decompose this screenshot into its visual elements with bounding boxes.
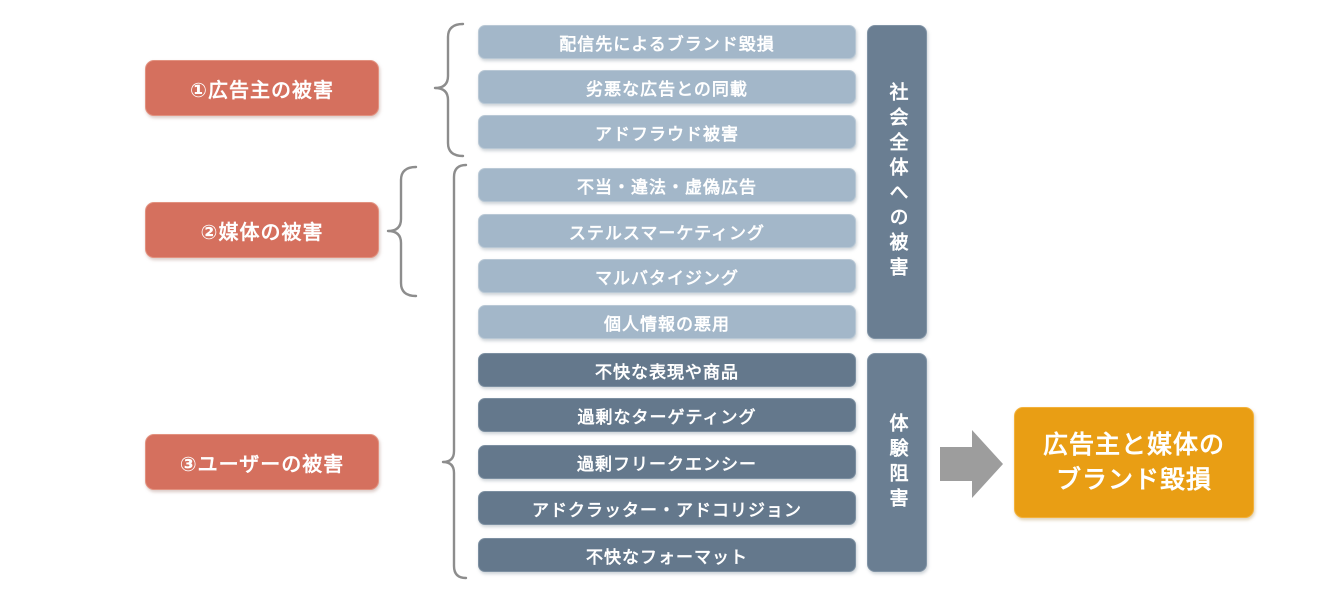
- harm-item-illegal-false-ads: 不当・違法・虚偽広告: [478, 168, 856, 202]
- harm-item-offensive-content: 不快な表現や商品: [478, 353, 856, 387]
- harm-item-excessive-targeting: 過剰なターゲティング: [478, 398, 856, 432]
- outcome-line2: ブランド毀損: [1055, 465, 1212, 494]
- outcome-box: 広告主と媒体の ブランド毀損: [1014, 407, 1254, 518]
- harm-item-ad-fraud: アドフラウド被害: [478, 115, 856, 149]
- harm-item-excessive-frequency: 過剰フリークエンシー: [478, 445, 856, 479]
- harm-item-stealth-marketing: ステルスマーケティング: [478, 214, 856, 248]
- curly-brace-media: [386, 165, 418, 298]
- harm-item-ad-clutter-collision: アドクラッター・アドコリジョン: [478, 491, 856, 525]
- harm-item-brand-damage-by-placement: 配信先によるブランド毀損: [478, 25, 856, 59]
- scope-bar-experience: 体験阻害: [867, 353, 927, 572]
- scope-bar-society: 社会全体への被害: [867, 25, 927, 339]
- harm-item-malvertising: マルバタイジング: [478, 259, 856, 293]
- harm-item-bad-ad-adjacency: 劣悪な広告との同載: [478, 70, 856, 104]
- harm-item-personal-data-misuse: 個人情報の悪用: [478, 305, 856, 339]
- curly-brace-advertiser: [433, 22, 465, 158]
- category-box-advertiser: ①広告主の被害: [145, 60, 379, 116]
- outcome-line1: 広告主と媒体の: [1042, 430, 1225, 459]
- harm-item-unpleasant-format: 不快なフォーマット: [478, 538, 856, 572]
- curly-brace-user: [441, 163, 468, 580]
- right-arrow-icon: [940, 430, 1003, 498]
- category-box-user: ③ユーザーの被害: [145, 434, 379, 490]
- category-box-media: ②媒体の被害: [145, 202, 379, 258]
